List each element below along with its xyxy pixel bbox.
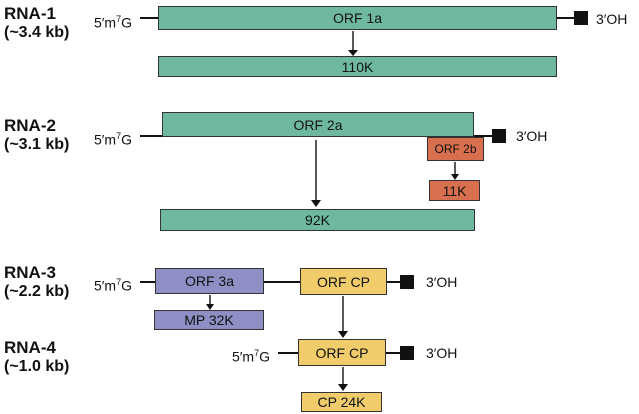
rna4-label: RNA-4 (~1.0 kb) [4, 338, 69, 376]
rna2-name: RNA-2 [4, 116, 56, 135]
rna1-cap: 5′m7G [94, 14, 132, 31]
orf-2a-box: ORF 2a [162, 112, 474, 137]
rna3-3prime-square [400, 275, 414, 289]
protein-mp32k-box: MP 32K [154, 310, 264, 330]
rna1-name: RNA-1 [4, 4, 56, 23]
protein-110k-box: 110K [158, 56, 557, 77]
orf-cp-rna4-box: ORF CP [298, 339, 386, 366]
rna1-size: (~3.4 kb) [4, 24, 70, 41]
orf-cp-rna3-box: ORF CP [300, 268, 387, 295]
rna4-name: RNA-4 [4, 338, 56, 357]
rna2-size: (~3.1 kb) [4, 136, 70, 153]
rna1-tail: 3′OH [596, 11, 628, 27]
rna2-cap: 5′m7G [94, 131, 132, 148]
rna4-cap: 5′m7G [232, 348, 270, 365]
rna3-line [140, 281, 410, 283]
rna1-label: RNA-1 (~3.4 kb) [4, 4, 69, 42]
rna1-3prime-square [574, 11, 588, 25]
rna3-size: (~2.2 kb) [4, 283, 70, 300]
orf-3a-box: ORF 3a [155, 268, 264, 294]
rna4-tail: 3′OH [426, 345, 458, 361]
protein-11k-box: 11K [429, 180, 480, 201]
rna2-tail: 3′OH [516, 128, 548, 144]
rna3-name: RNA-3 [4, 263, 56, 282]
rna2-3prime-square [492, 129, 506, 143]
rna4-size: (~1.0 kb) [4, 358, 70, 375]
orf-1a-box: ORF 1a [158, 6, 557, 30]
rna2-label: RNA-2 (~3.1 kb) [4, 116, 69, 154]
orf-2b-box: ORF 2b [427, 137, 484, 161]
rna3-tail: 3′OH [426, 274, 458, 290]
rna3-cap: 5′m7G [94, 277, 132, 294]
rna4-3prime-square [400, 346, 414, 360]
rna3-label: RNA-3 (~2.2 kb) [4, 263, 69, 301]
protein-92k-box: 92K [160, 209, 475, 231]
protein-cp24k-box: CP 24K [301, 392, 382, 412]
